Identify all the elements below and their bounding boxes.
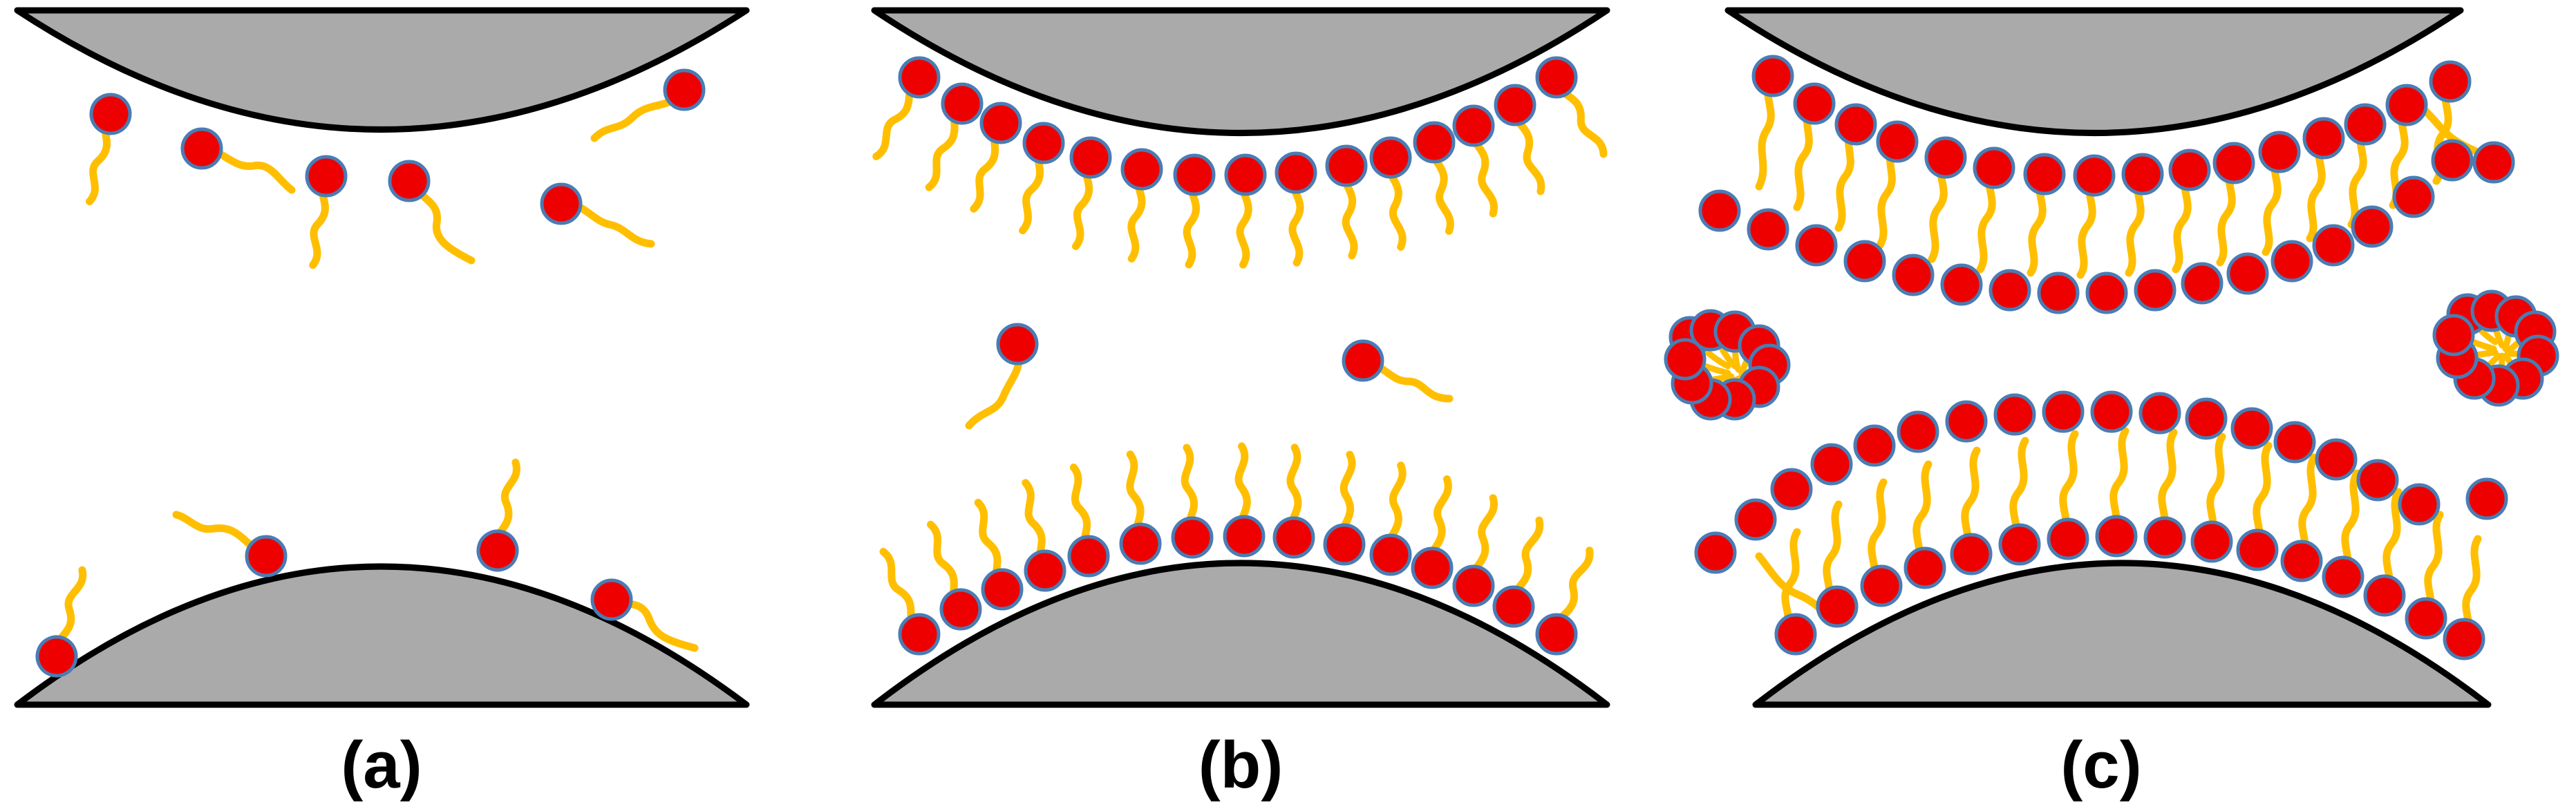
lower-surface-c [1752, 560, 2492, 708]
molecule [172, 511, 288, 578]
free-molecules-upper-a [76, 68, 706, 267]
adsorbed-molecules-lower-a [32, 459, 699, 681]
molecule [590, 578, 699, 652]
panel-a [14, 7, 750, 708]
molecule [965, 323, 1039, 430]
lower-surface-b [871, 560, 1610, 708]
upper-surface-c [1724, 7, 2464, 136]
bilayer-lower-c [1696, 392, 2506, 658]
bilayer-upper-c [1700, 57, 2513, 312]
molecule [180, 127, 296, 194]
micelle-right [2434, 292, 2557, 405]
panel-label-c: (c) [2060, 728, 2141, 802]
panel-c [1666, 7, 2557, 708]
panel-label-b: (b) [1198, 728, 1284, 802]
panel-b [871, 7, 1610, 708]
panel-label-a: (a) [341, 728, 422, 802]
molecule [1342, 339, 1454, 403]
molecule [388, 160, 476, 265]
upper-surface-a [14, 7, 750, 133]
molecule [76, 92, 133, 206]
lower-surface-a [14, 563, 750, 708]
free-molecules-b [965, 323, 1454, 430]
micelle-left [1666, 311, 1789, 419]
molecule [474, 459, 540, 574]
upper-surface-b [871, 7, 1610, 136]
molecule [299, 155, 348, 267]
molecule [590, 68, 706, 142]
molecule [540, 182, 655, 248]
